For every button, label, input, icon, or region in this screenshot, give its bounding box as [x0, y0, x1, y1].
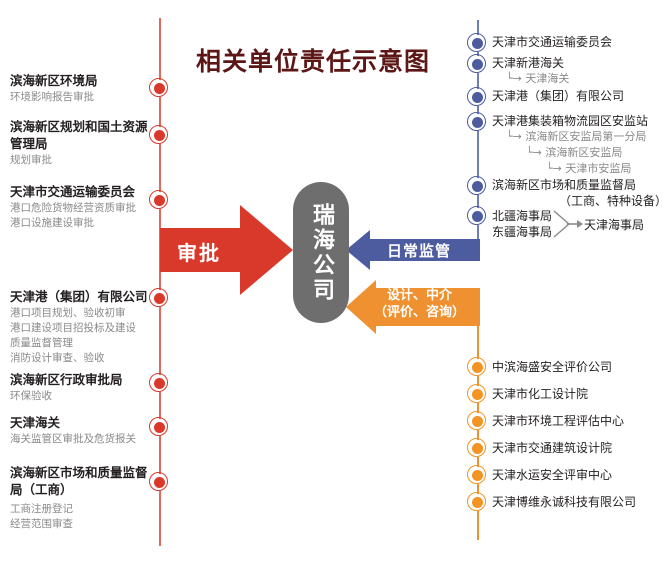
- maritime-sources: 北疆海事局 东疆海事局: [492, 208, 552, 240]
- approval-arrow: [160, 205, 293, 295]
- entry-title: 滨海新区市场和质量监督局（工商）: [10, 465, 148, 497]
- page-title: 相关单位责任示意图: [196, 47, 431, 76]
- entry-sub: 港口危险货物经营资质审批: [10, 202, 136, 214]
- timeline-dot-orange: [467, 465, 486, 484]
- entry-sub: 质量监督管理: [10, 337, 73, 349]
- core-entity: 瑞海公司: [293, 182, 349, 323]
- timeline-dot-blue: [467, 206, 486, 225]
- entry-sub: 规划审批: [10, 154, 52, 166]
- entry-line: 天津市交通运输委员会: [492, 35, 613, 49]
- entry-sub: 环保验收: [10, 390, 52, 402]
- entry-title: 滨海新区行政审批局: [10, 372, 123, 387]
- list-item-left: 滨海新区规划和国土资源管理局 规划审批: [10, 118, 150, 167]
- entry-sub: 工商注册登记: [10, 503, 73, 515]
- list-item-right: 天津港集装箱物流园区安监站 └→ 滨海新区安监局第一分局 └→ 滨海新区安监局 …: [492, 113, 663, 177]
- list-item-maritime: 北疆海事局 东疆海事局 天津海事局: [492, 208, 644, 240]
- timeline-dot-orange: [467, 492, 486, 511]
- design-arrow: [346, 280, 480, 334]
- entry-sub: 消防设计审查、验收: [10, 352, 105, 364]
- list-item-right: 天津市交通运输委员会: [492, 34, 663, 50]
- timeline-rail-blue: [477, 20, 479, 250]
- list-item-left: 天津海关 海关监管区审批及危货报关: [10, 414, 150, 446]
- design-arrow-label: 设计、中介 （评价、咨询）: [374, 287, 465, 321]
- timeline-dot-blue: [467, 87, 486, 106]
- entry-subline: └→ 天津市安监局: [546, 162, 632, 175]
- timeline-dot-blue: [467, 112, 486, 131]
- timeline-dot-blue: [467, 54, 486, 73]
- list-item-right: 天津港（集团）有限公司: [492, 88, 663, 104]
- entry-line: 天津新港海关: [492, 56, 565, 70]
- entry-subline: （工商、特种设备）: [558, 194, 663, 208]
- entry-sub: 海关监管区审批及危货报关: [10, 433, 136, 445]
- timeline-dot-red: [149, 78, 168, 97]
- timeline-rail-left: [159, 18, 161, 546]
- supervision-arrow: [346, 230, 480, 270]
- list-item-left: 滨海新区市场和质量监督局（工商） 工商注册登记 经营范围审查: [10, 464, 150, 531]
- timeline-dot-red: [149, 190, 168, 209]
- entry-line: 天津港集装箱物流园区安监站: [492, 114, 649, 128]
- timeline-dot-orange: [467, 384, 486, 403]
- core-entity-label: 瑞海公司: [309, 202, 334, 303]
- supervision-arrow-label: 日常监管: [387, 242, 452, 260]
- timeline-dot-red: [149, 288, 168, 307]
- list-item-left: 天津市交通运输委员会 港口危险货物经营资质审批 港口设施建设审批: [10, 183, 150, 230]
- merge-arrow-icon: [553, 208, 584, 240]
- timeline-dot-orange: [467, 411, 486, 430]
- entry-subline: └→ 滨海新区安监局第一分局: [506, 130, 647, 143]
- entry-title: 滨海新区环境局: [10, 73, 98, 88]
- entry-title: 滨海新区规划和国土资源管理局: [10, 119, 148, 151]
- list-item-orange: 天津市交通建筑设计院: [492, 441, 613, 455]
- list-item-left: 滨海新区环境局 环境影响报告审批: [10, 72, 150, 104]
- design-arrow-line2: （评价、咨询）: [374, 305, 466, 320]
- timeline-dot-orange: [467, 438, 486, 457]
- entry-title: 天津市交通运输委员会: [10, 184, 136, 199]
- list-item-orange: 天津市环境工程评估中心: [492, 414, 625, 428]
- entry-sub: 港口建设项目招投标及建设: [10, 322, 136, 334]
- maritime-source: 北疆海事局: [492, 209, 553, 223]
- entry-subline: └→ 滨海新区安监局: [526, 146, 623, 159]
- approval-arrow-label: 审批: [177, 241, 221, 265]
- maritime-target: 天津海事局: [584, 217, 645, 232]
- timeline-dot-blue: [467, 176, 486, 195]
- list-item-left: 天津港（集团）有限公司 港口项目规划、验收初审 港口建设项目招投标及建设 质量监…: [10, 288, 150, 365]
- maritime-source: 东疆海事局: [492, 225, 553, 239]
- entry-sub: 港口项目规划、验收初审: [10, 307, 126, 319]
- entry-line: 天津港（集团）有限公司: [492, 89, 625, 103]
- entry-line: 滨海新区市场和质量监督局: [492, 178, 637, 192]
- timeline-dot-red: [149, 125, 168, 144]
- timeline-dot-blue: [467, 33, 486, 52]
- timeline-dot-red: [149, 373, 168, 392]
- entry-title: 天津港（集团）有限公司: [10, 289, 148, 304]
- entry-sub: 经营范围审查: [10, 518, 73, 530]
- design-arrow-line1: 设计、中介: [387, 288, 453, 303]
- list-item-orange: 中滨海盛安全评价公司: [492, 360, 613, 374]
- timeline-dot-red: [149, 417, 168, 436]
- entry-sub: 环境影响报告审批: [10, 91, 94, 103]
- timeline-dot-orange: [467, 357, 486, 376]
- list-item-orange: 天津市化工设计院: [492, 387, 589, 401]
- entry-subline: └→ 天津海关: [506, 72, 570, 85]
- list-item-orange: 天津水运安全评审中心: [492, 468, 613, 482]
- list-item-left: 滨海新区行政审批局 环保验收: [10, 371, 150, 403]
- timeline-rail-orange: [477, 320, 479, 540]
- timeline-dot-red: [149, 472, 168, 491]
- list-item-right: 滨海新区市场和质量监督局 （工商、特种设备）: [492, 177, 663, 209]
- list-item-right: 天津新港海关 └→ 天津海关: [492, 55, 663, 87]
- entry-title: 天津海关: [10, 415, 61, 430]
- list-item-orange: 天津博维永诚科技有限公司: [492, 495, 637, 509]
- entry-sub: 港口设施建设审批: [10, 217, 94, 229]
